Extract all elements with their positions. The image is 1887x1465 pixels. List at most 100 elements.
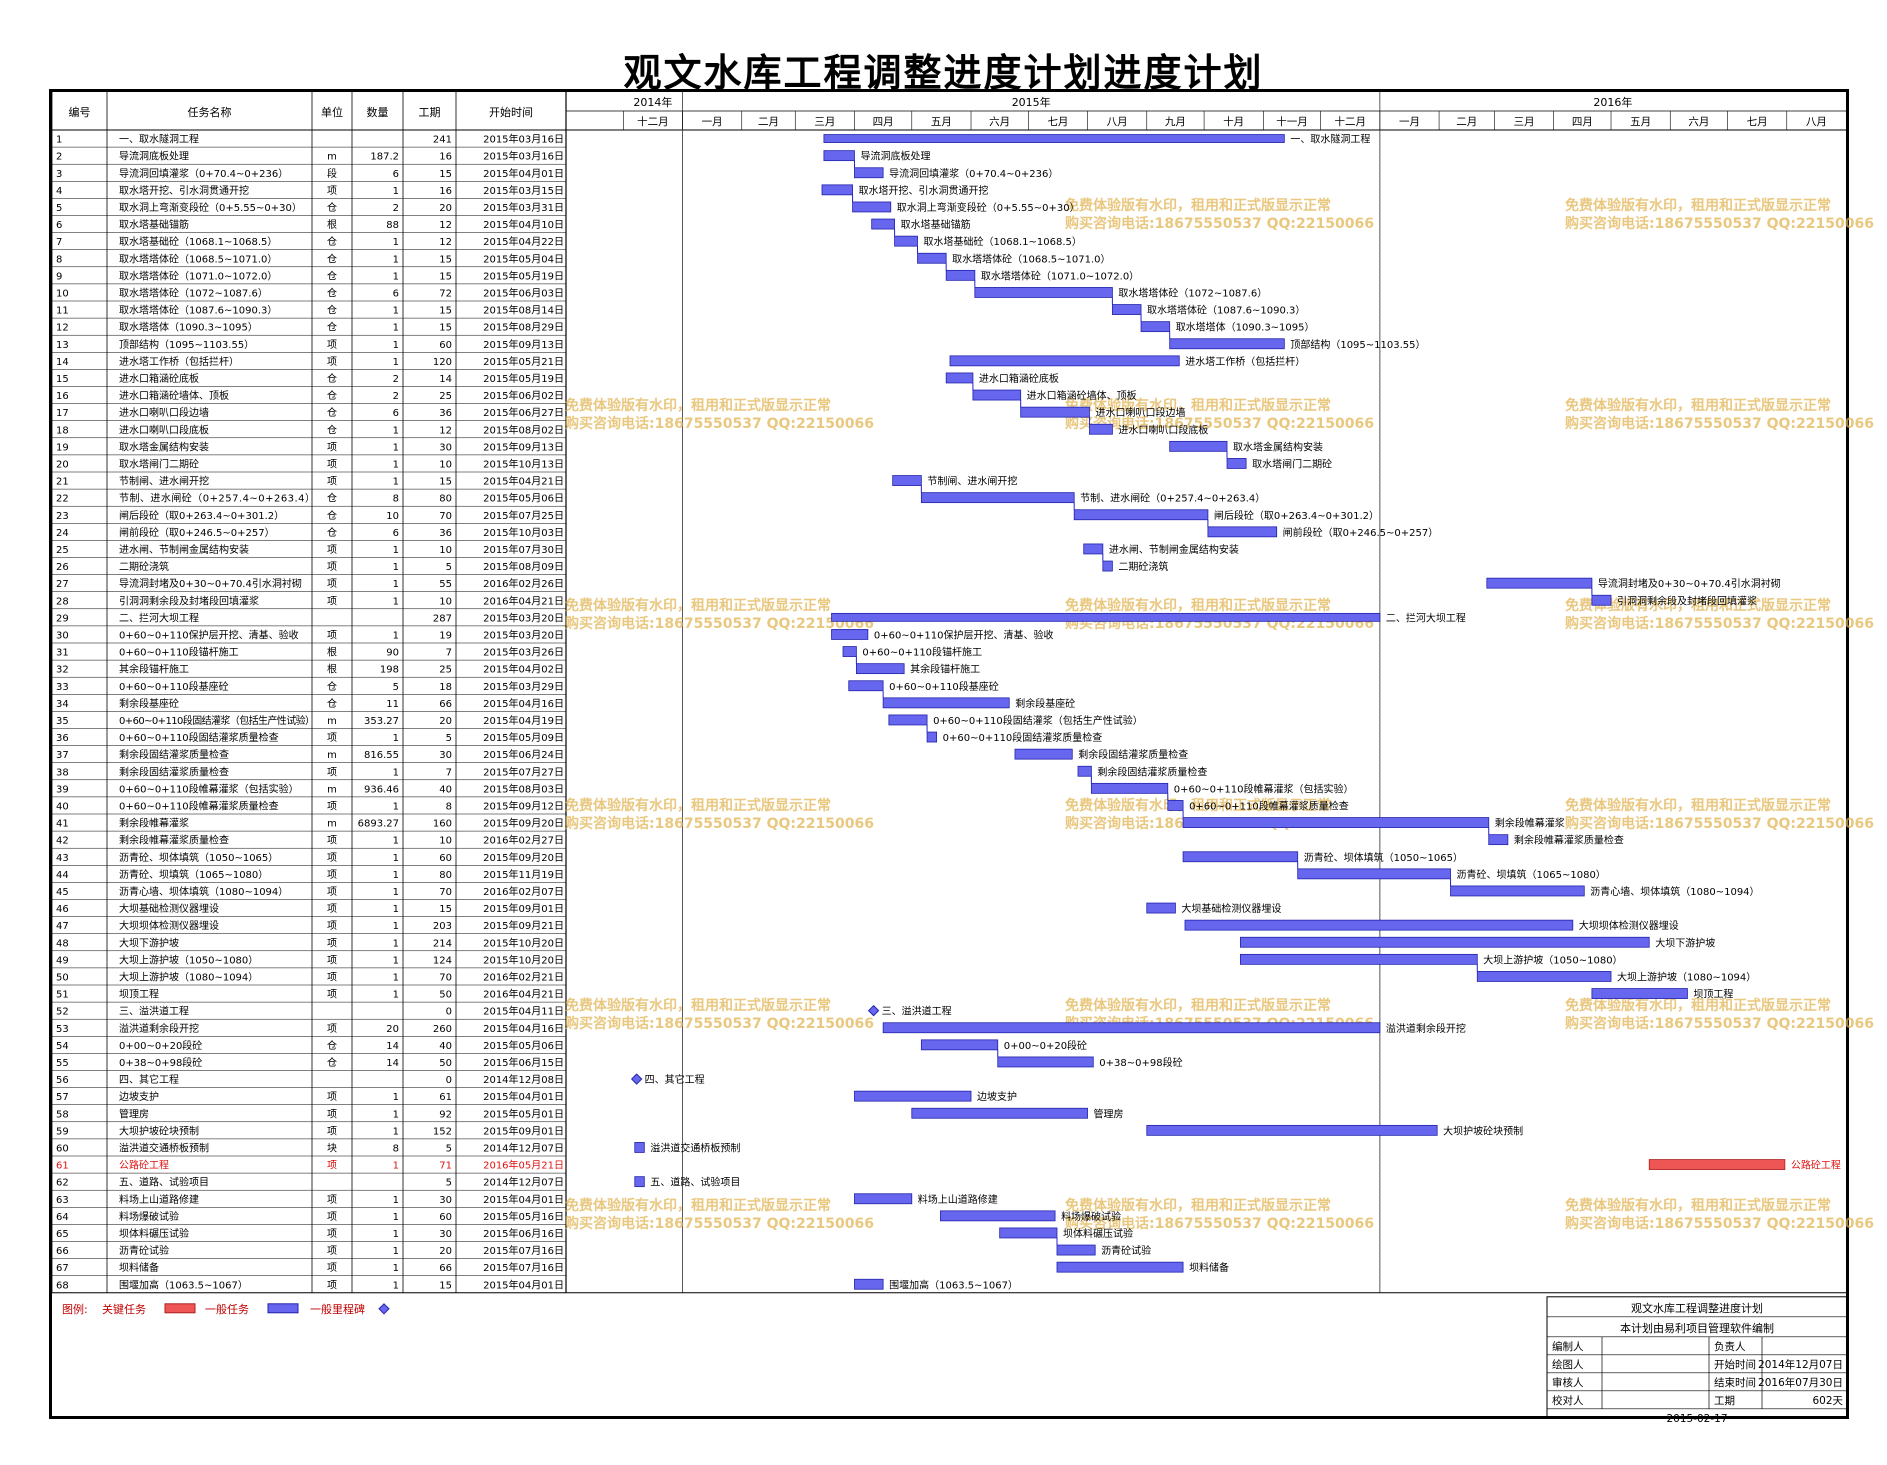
task-name: 溢洪道剩余段开挖 bbox=[119, 1022, 199, 1035]
task-bar bbox=[1111, 304, 1142, 315]
bar-label: 取水塔塔体砼（1071.0~1072.0） bbox=[981, 269, 1139, 282]
task-duration: 15 bbox=[439, 169, 452, 180]
task-qty: 1 bbox=[393, 904, 399, 915]
task-bar bbox=[945, 269, 976, 281]
watermark-line1: 免费体验版有水印，租用和正式版显示正常 bbox=[1565, 997, 1831, 1014]
month-label: 二月 bbox=[758, 116, 779, 128]
task-bar bbox=[1140, 321, 1171, 333]
task-unit: 项 bbox=[327, 561, 337, 573]
task-duration: 15 bbox=[439, 254, 452, 265]
task-bar bbox=[1020, 406, 1090, 418]
month-label: 四月 bbox=[873, 116, 894, 128]
task-duration: 70 bbox=[439, 887, 452, 898]
task-name: 进水闸、节制闸金属结构安装 bbox=[119, 543, 249, 556]
task-duration: 66 bbox=[439, 1263, 452, 1274]
legend-critical-swatch bbox=[164, 1303, 196, 1314]
task-id: 18 bbox=[56, 425, 69, 436]
task-start: 2015年05月09日 bbox=[483, 731, 564, 744]
task-id: 5 bbox=[56, 203, 62, 214]
task-duration: 16 bbox=[439, 186, 452, 197]
task-id: 1 bbox=[56, 135, 62, 146]
critical-task-bar bbox=[1648, 1159, 1786, 1170]
task-start: 2015年03月29日 bbox=[483, 680, 564, 693]
task-id: 4 bbox=[56, 186, 62, 197]
milestone-marker bbox=[630, 1073, 643, 1085]
task-name: 取水塔塔体砼（1072~1087.6） bbox=[119, 286, 268, 299]
task-start: 2014年12月07日 bbox=[483, 1141, 564, 1154]
task-start: 2014年12月08日 bbox=[483, 1073, 564, 1086]
task-start: 2015年04月02日 bbox=[483, 663, 564, 676]
task-start: 2015年09月01日 bbox=[483, 902, 564, 915]
task-bar bbox=[999, 1227, 1058, 1239]
task-qty: 353.27 bbox=[364, 716, 399, 727]
task-start: 2016年02月26日 bbox=[483, 577, 564, 590]
task-duration: 260 bbox=[433, 1024, 452, 1035]
task-bar bbox=[911, 1107, 1088, 1119]
task-unit: 项 bbox=[327, 920, 337, 932]
info-date: 2015-02-17 bbox=[1666, 1413, 1727, 1425]
task-start: 2016年02月27日 bbox=[483, 834, 564, 847]
task-start: 2015年08月03日 bbox=[483, 782, 564, 795]
bar-label: 进水口喇叭口段边墙 bbox=[1095, 406, 1185, 419]
task-duration: 66 bbox=[439, 699, 452, 710]
task-name: 0+60~0+110段基座砼 bbox=[119, 680, 229, 693]
task-qty: 1 bbox=[393, 306, 399, 317]
task-duration: 20 bbox=[439, 203, 452, 214]
task-id: 46 bbox=[56, 904, 69, 915]
bar-label: 坝体料碾压试验 bbox=[1063, 1227, 1133, 1240]
watermark-line1: 免费体验版有水印，租用和正式版显示正常 bbox=[1565, 597, 1831, 614]
month-label: 八月 bbox=[1806, 116, 1827, 128]
month-label: 七月 bbox=[1047, 116, 1068, 128]
task-start: 2015年09月21日 bbox=[483, 919, 564, 932]
task-start: 2015年10月20日 bbox=[483, 936, 564, 949]
task-duration: 15 bbox=[439, 271, 452, 282]
task-id: 26 bbox=[56, 562, 69, 573]
task-unit: 项 bbox=[327, 852, 337, 864]
task-qty: 8 bbox=[393, 1143, 399, 1154]
task-name: 进水塔工作桥（包括拦杆） bbox=[119, 355, 239, 368]
task-id: 13 bbox=[56, 340, 69, 351]
task-qty: 1 bbox=[393, 1109, 399, 1120]
task-qty: 1 bbox=[393, 955, 399, 966]
task-unit: 项 bbox=[327, 1023, 337, 1035]
task-unit: 项 bbox=[327, 1160, 337, 1172]
task-name: 二期砼浇筑 bbox=[119, 560, 169, 573]
task-bar bbox=[1102, 560, 1113, 572]
task-start: 2015年07月30日 bbox=[483, 543, 564, 556]
task-qty: 187.2 bbox=[370, 152, 399, 163]
task-duration: 71 bbox=[439, 1161, 452, 1172]
task-id: 40 bbox=[56, 801, 69, 812]
task-qty: 1 bbox=[393, 767, 399, 778]
task-id: 35 bbox=[56, 716, 69, 727]
task-duration: 214 bbox=[433, 938, 452, 949]
task-start: 2015年04月01日 bbox=[483, 1278, 564, 1291]
task-id: 21 bbox=[56, 477, 69, 488]
task-bar bbox=[854, 167, 884, 179]
task-duration: 40 bbox=[439, 1041, 452, 1052]
task-id: 53 bbox=[56, 1024, 69, 1035]
task-id: 44 bbox=[56, 870, 69, 881]
task-id: 60 bbox=[56, 1143, 69, 1154]
legend-milestone-icon bbox=[378, 1303, 390, 1315]
task-bar bbox=[1167, 800, 1184, 811]
task-unit: 仓 bbox=[327, 492, 337, 505]
page-title: 观文水库工程调整进度计划进度计划 bbox=[623, 50, 1264, 95]
legend-normal-label: 一般任务 bbox=[205, 1303, 249, 1316]
task-bar bbox=[974, 287, 1113, 298]
task-unit: m bbox=[327, 819, 337, 830]
task-unit: 仓 bbox=[327, 680, 337, 693]
task-duration: 152 bbox=[433, 1126, 452, 1137]
task-bar bbox=[871, 218, 895, 230]
task-unit: 仓 bbox=[327, 509, 337, 522]
bar-label: 四、其它工程 bbox=[645, 1073, 705, 1086]
task-start: 2015年04月19日 bbox=[483, 714, 564, 727]
info-box bbox=[1546, 1296, 1848, 1419]
task-qty: 1 bbox=[393, 442, 399, 453]
bar-label: 公路砼工程 bbox=[1791, 1159, 1841, 1172]
task-qty: 20 bbox=[386, 1024, 399, 1035]
watermark-line2: 购买咨询电话:18675550537 QQ:22150066 bbox=[1565, 615, 1874, 632]
task-qty: 1 bbox=[393, 972, 399, 983]
task-unit: 项 bbox=[327, 339, 337, 351]
task-start: 2015年03月16日 bbox=[483, 133, 564, 146]
bar-label: 剩余段帷幕灌浆 bbox=[1495, 817, 1565, 830]
